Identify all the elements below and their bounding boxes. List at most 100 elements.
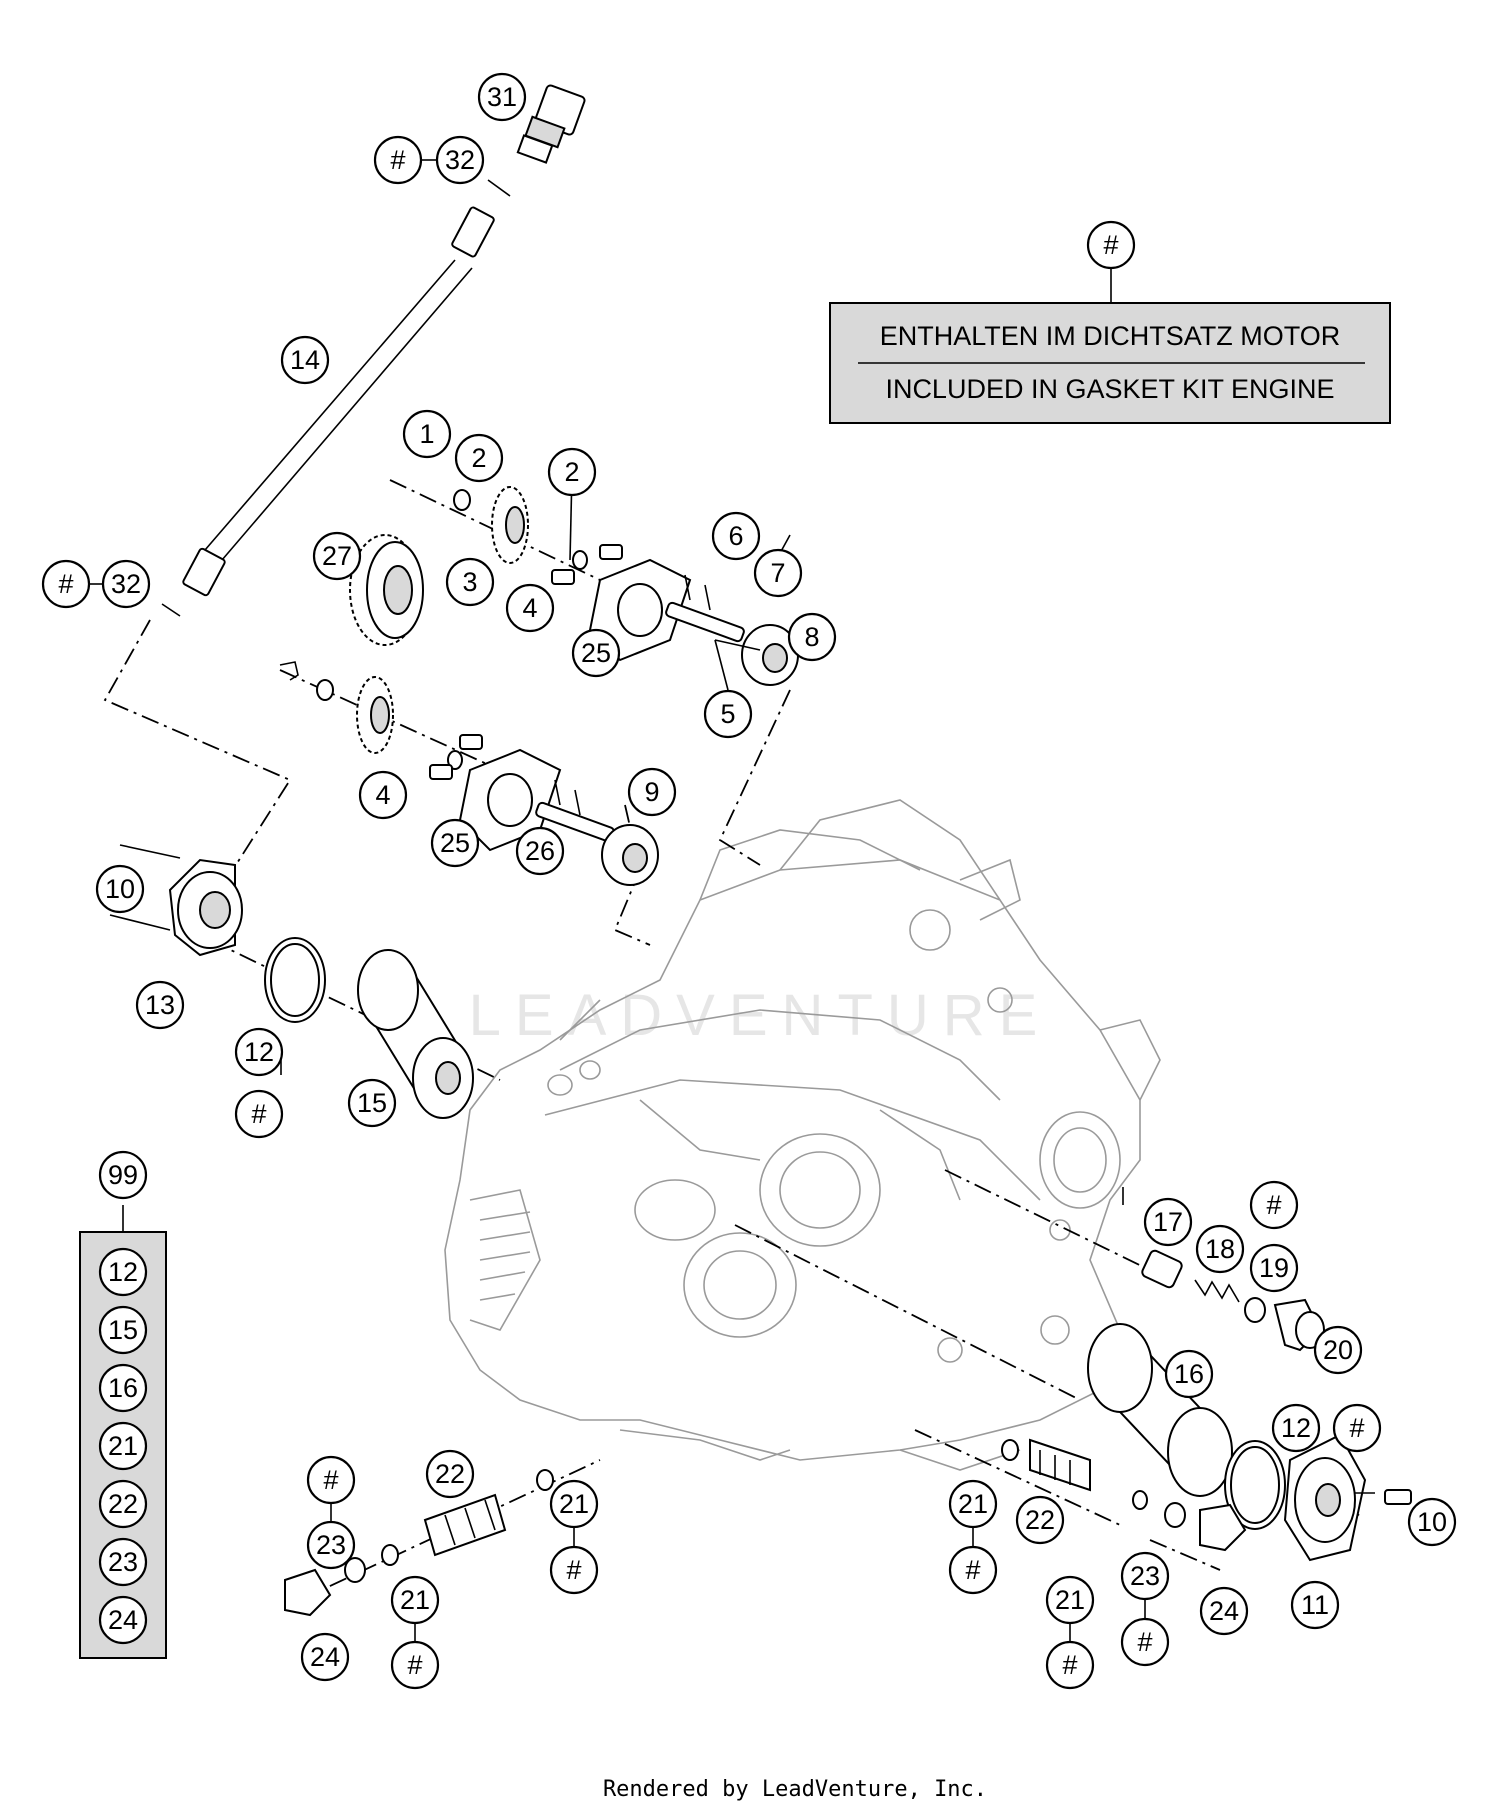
kit-item-label: 22 (108, 1489, 138, 1519)
callout-label: 16 (1174, 1359, 1204, 1389)
callout-circle (753, 548, 803, 598)
callout-circle (948, 1479, 998, 1529)
kit-item-circle (98, 1537, 148, 1587)
callout-circle (306, 1455, 356, 1505)
callout-label: 11 (1301, 1590, 1329, 1620)
callout-circle (347, 1078, 397, 1128)
callout-label: 32 (445, 145, 475, 175)
callout-circle (1332, 1403, 1382, 1453)
callout-c24b: 24 (1199, 1586, 1249, 1636)
callout-label: 10 (105, 874, 135, 904)
callout-label: # (390, 145, 405, 175)
callout-label: 20 (1323, 1335, 1353, 1365)
callout-c17: 17 (1143, 1197, 1193, 1247)
callout-c11: 11 (1290, 1580, 1340, 1630)
part-15-oil-filter (357, 949, 474, 1119)
callout-circle (1199, 1586, 1249, 1636)
callout-c27: 27 (312, 531, 362, 581)
callout-c21c-hash: # (390, 1640, 440, 1690)
note-marker: # (1086, 220, 1136, 270)
callout-label: 4 (375, 780, 390, 810)
note-line-en: INCLUDED IN GASKET KIT ENGINE (885, 374, 1334, 404)
callout-c21b-hash: # (948, 1545, 998, 1595)
callout-circle (1120, 1551, 1170, 1601)
kit-item-circle (98, 1363, 148, 1413)
callout-label: 24 (310, 1642, 340, 1672)
kit-item-circle (98, 1421, 148, 1471)
callout-c8: 8 (787, 612, 837, 662)
callout-circle (1164, 1349, 1214, 1399)
callout-label: 15 (357, 1088, 387, 1118)
kit-item: 16 (98, 1363, 148, 1413)
callout-c16: 16 (1164, 1349, 1214, 1399)
callout-label: 5 (720, 699, 735, 729)
callout-circle (549, 1545, 599, 1595)
callout-label: 2 (471, 443, 486, 473)
kit-item: 21 (98, 1421, 148, 1471)
callout-label: # (566, 1555, 581, 1585)
callout-c12a: 12 (234, 1027, 284, 1077)
callout-c9: 9 (627, 767, 677, 817)
callout-circle (547, 447, 597, 497)
callout-c3: 3 (445, 557, 495, 607)
callout-label: # (407, 1650, 422, 1680)
callout-c25a: 25 (571, 628, 621, 678)
kit-item-label: 15 (108, 1315, 138, 1345)
svg-text:99: 99 (108, 1160, 138, 1190)
callout-label: 21 (400, 1585, 430, 1615)
callout-circle (358, 770, 408, 820)
callout-c20: 20 (1313, 1325, 1363, 1375)
callout-c19: 19 (1249, 1243, 1299, 1293)
callout-circle (1249, 1243, 1299, 1293)
callout-circle (280, 335, 330, 385)
callout-label: 22 (1025, 1505, 1055, 1535)
callout-label: 26 (525, 836, 555, 866)
callout-c13: 13 (135, 980, 185, 1030)
callout-circle (571, 628, 621, 678)
note-line-de: ENTHALTEN IM DICHTSATZ MOTOR (880, 321, 1341, 351)
callout-circle (1271, 1403, 1321, 1453)
callout-c12b-hash: # (1332, 1403, 1382, 1453)
part-14-oil-line (182, 206, 495, 597)
callout-c6: 6 (711, 511, 761, 561)
callout-circle (703, 689, 753, 739)
callout-label: 1 (419, 419, 434, 449)
part-31-pressure-switch (516, 84, 586, 164)
callout-label: # (251, 1099, 266, 1129)
callout-label: 24 (1209, 1596, 1239, 1626)
callout-c23a-hash: # (306, 1455, 356, 1505)
callout-circle (101, 559, 151, 609)
callout-circle (425, 1449, 475, 1499)
callout-label: # (1349, 1413, 1364, 1443)
callout-label: # (1062, 1650, 1077, 1680)
callout-circle (1045, 1640, 1095, 1690)
callout-c26: 26 (515, 826, 565, 876)
callout-c32a: 32 (435, 135, 485, 185)
callout-c21c: 21 (390, 1575, 440, 1625)
callout-label: 25 (440, 828, 470, 858)
callout-label: 12 (1281, 1413, 1311, 1443)
watermark: LEADVENTURE (469, 983, 1052, 1048)
callout-circle (711, 511, 761, 561)
callout-circle (234, 1027, 284, 1077)
callout-label: 21 (1055, 1585, 1085, 1615)
callout-c21d-hash: # (1045, 1640, 1095, 1690)
callout-circle (1407, 1497, 1457, 1547)
callout-c18: 18 (1195, 1224, 1245, 1274)
callout-c21a: 21 (549, 1479, 599, 1529)
svg-text:#: # (1103, 230, 1118, 260)
callout-c22a: 22 (425, 1449, 475, 1499)
callout-label: # (323, 1465, 338, 1495)
callout-circle (41, 559, 91, 609)
callout-c21b: 21 (948, 1479, 998, 1529)
callout-c25b: 25 (430, 818, 480, 868)
kit-item: 15 (98, 1305, 148, 1355)
callout-label: # (1266, 1190, 1281, 1220)
callout-c12b: 12 (1271, 1403, 1321, 1453)
gasket-note: # ENTHALTEN IM DICHTSATZ MOTOR INCLUDED … (829, 220, 1391, 424)
callout-label: 19 (1259, 1253, 1289, 1283)
callout-circle (1143, 1197, 1193, 1247)
callout-label: # (965, 1555, 980, 1585)
